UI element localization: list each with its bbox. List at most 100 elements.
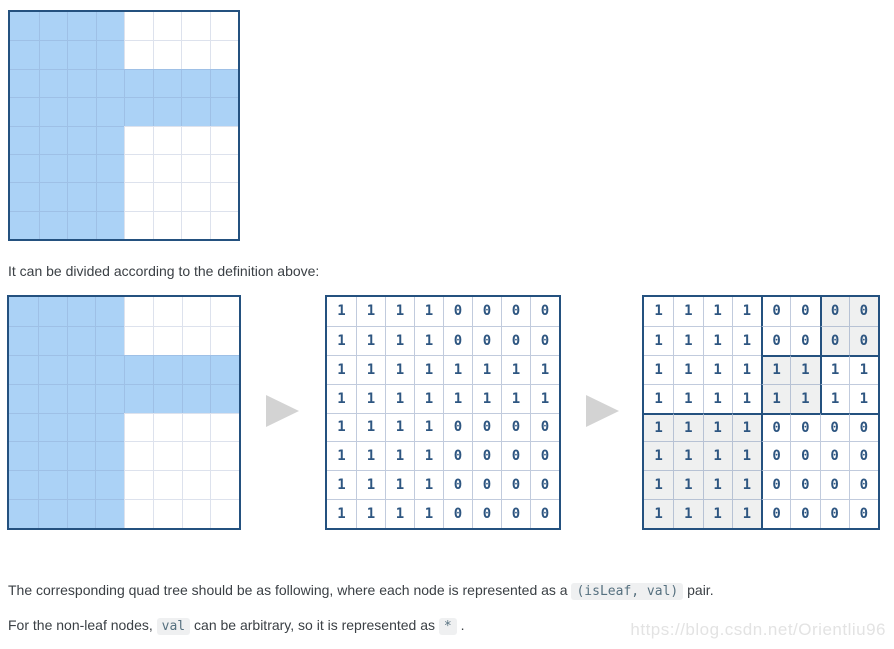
grid-cell: 0 — [443, 325, 472, 355]
grid-cell — [152, 153, 181, 183]
grid-cell — [209, 68, 238, 98]
grid-cell — [38, 68, 67, 98]
grid-cell — [95, 354, 124, 384]
grid-cell — [210, 383, 239, 413]
grid-cell — [152, 325, 182, 355]
grid-cell: 0 — [761, 325, 791, 355]
grid-cell: 1 — [356, 383, 385, 413]
grid-cell: 1 — [673, 354, 703, 384]
grid-cell: 1 — [644, 412, 674, 442]
grid-cell — [95, 499, 124, 528]
grid-cell — [181, 12, 210, 41]
grid-cell — [66, 470, 96, 500]
grid-cell — [209, 125, 238, 154]
grid-cell — [124, 412, 153, 442]
quadtree-text-before: The corresponding quad tree should be as… — [8, 582, 572, 598]
grid-cell: 1 — [385, 383, 414, 413]
grid-cell: 1 — [414, 383, 443, 413]
grid-cell — [210, 325, 239, 355]
grid-cell: 1 — [501, 383, 530, 413]
grid-cell: 1 — [819, 354, 849, 384]
grid-cell: 1 — [356, 325, 385, 355]
grid-cell: 0 — [819, 499, 849, 528]
arrow-right-icon — [266, 395, 299, 427]
grid-cell — [10, 125, 39, 154]
grid-cell: 1 — [356, 412, 385, 442]
grid-cell — [124, 68, 153, 98]
grid-cell — [152, 441, 182, 471]
grid-cell — [10, 182, 39, 211]
grid-cell: 0 — [530, 325, 559, 355]
grid-cell — [95, 12, 124, 41]
grid-cell: 1 — [673, 470, 703, 500]
grid-cell — [95, 297, 124, 326]
grid-cell — [181, 412, 211, 442]
grid-cell: 1 — [356, 499, 385, 528]
grid-cell: 0 — [848, 297, 878, 326]
grid-cell — [181, 210, 210, 239]
grid-cell — [38, 125, 67, 154]
grid-cell — [66, 499, 96, 528]
grid-cell: 1 — [356, 297, 385, 326]
grid-cell: 1 — [673, 499, 703, 528]
grid-cell: 1 — [327, 441, 356, 470]
grid-cell: 1 — [848, 354, 878, 384]
grid-cell — [181, 354, 211, 384]
grid-cell — [66, 297, 96, 326]
grid-cell — [210, 412, 239, 442]
grid-cell: 1 — [644, 499, 674, 528]
grid-cell: 0 — [472, 325, 501, 355]
grid-cell — [181, 297, 211, 326]
grid-cell — [95, 210, 124, 239]
grid-cell — [67, 210, 96, 239]
grid-cell — [67, 125, 96, 154]
grid-cell — [210, 499, 239, 528]
grid-cell: 1 — [644, 383, 674, 413]
grid-cell — [66, 412, 96, 442]
grid-cell: 0 — [790, 441, 820, 471]
grid-cell: 1 — [472, 354, 501, 384]
arrow-right-icon — [586, 395, 619, 427]
grid-cell: 0 — [790, 297, 819, 326]
grid-cell — [37, 354, 67, 384]
grid-cell: 0 — [472, 470, 501, 500]
grid-cell: 1 — [327, 383, 356, 413]
grid-cell — [95, 470, 124, 500]
grid-cell — [67, 153, 96, 183]
grid-cell: 1 — [414, 441, 443, 471]
grid-cell — [152, 499, 182, 528]
grid-cell — [209, 40, 238, 69]
grid-cell: 1 — [501, 354, 530, 384]
grid-cell: 1 — [654, 303, 663, 320]
grid-cell: 1 — [414, 354, 443, 384]
grid-cell: 1 — [644, 470, 674, 500]
grid-cell — [152, 412, 182, 442]
grid-cell — [9, 297, 38, 326]
grid-cell — [95, 441, 124, 471]
grid-cell — [37, 441, 67, 471]
grid-cell: 1 — [702, 441, 732, 471]
inline-code-isleaf-val: (isLeaf, val) — [571, 583, 684, 600]
grid-cell: 1 — [702, 470, 732, 500]
grid-cell: 1 — [443, 383, 472, 413]
grid-cell — [38, 153, 67, 183]
grid-cell — [10, 210, 39, 239]
grid-cell: 1 — [673, 297, 702, 326]
grid-cell — [124, 12, 153, 41]
grid-cell — [95, 412, 124, 442]
grid-cell: 0 — [530, 412, 559, 442]
grid-cell: 1 — [702, 412, 732, 442]
grid-cell: 1 — [673, 325, 703, 355]
grid-cell — [124, 97, 153, 126]
grid-cell — [124, 182, 153, 211]
grid-cell: 1 — [327, 325, 356, 355]
grid-cell: 0 — [472, 499, 501, 528]
grid-cell — [67, 182, 96, 211]
grid-cell — [124, 297, 153, 326]
grid-cell: 1 — [702, 499, 732, 528]
grid-cell: 1 — [644, 325, 674, 355]
grid-cell: 1 — [356, 441, 385, 471]
grid-cell: 0 — [443, 470, 472, 500]
grid-cell: 1 — [702, 383, 732, 413]
grid-cell — [152, 297, 182, 326]
